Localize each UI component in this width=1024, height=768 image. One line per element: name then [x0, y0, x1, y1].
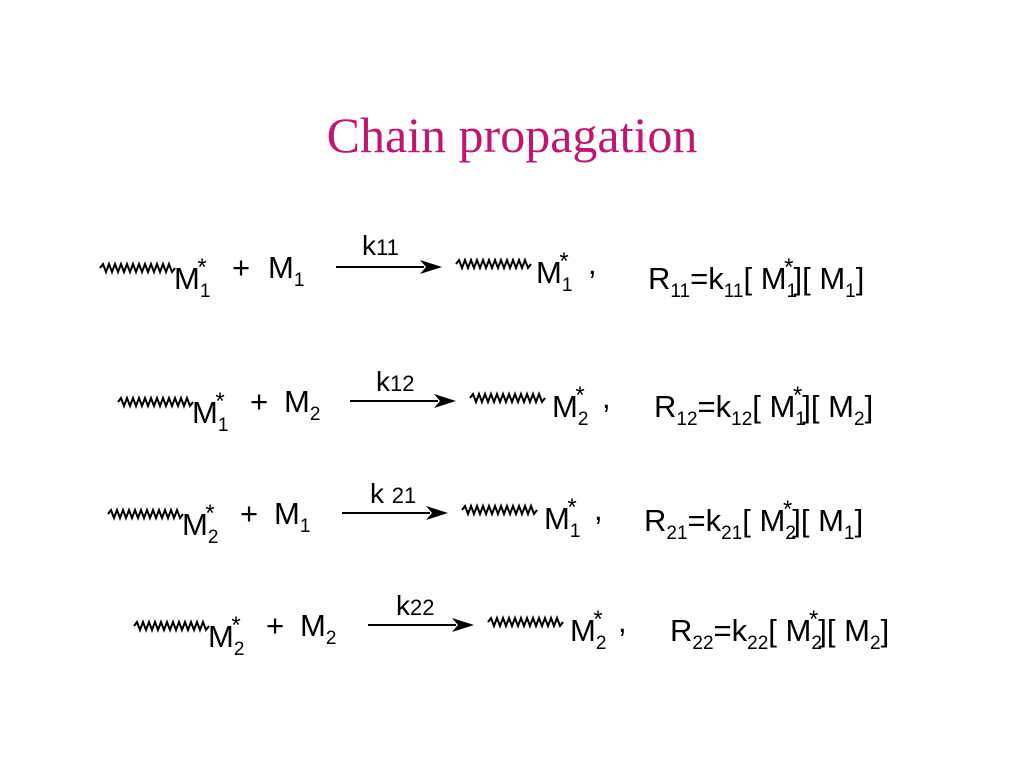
reactant-radical: M1* [192, 388, 229, 436]
polymer-chain-icon [455, 257, 532, 271]
product-radical: M2* [552, 382, 589, 430]
comma: , [594, 492, 603, 527]
polymer-chain-icon [117, 395, 194, 409]
rate-constant-label: k12 [376, 366, 415, 397]
plus-sign: + [250, 384, 269, 419]
monomer: M2 [300, 608, 337, 649]
product-radical: M2* [570, 606, 607, 654]
reaction-arrow-icon [368, 618, 474, 632]
reactant-radical: M2* [182, 500, 219, 548]
comma: , [618, 604, 627, 639]
reaction-row: M2* + M1 k 21 M1* , R21=k21[ M2*][ M1] [0, 474, 1024, 554]
product-radical: M1* [544, 494, 581, 542]
reactant-radical: M1* [174, 254, 211, 302]
monomer: M1 [274, 496, 311, 537]
rate-expression: R22=k22[ M2*][ M2] [670, 606, 890, 654]
reaction-arrow-icon [342, 506, 448, 520]
monomer: M1 [268, 250, 305, 291]
polymer-chain-icon [99, 261, 176, 275]
plus-sign: + [240, 496, 259, 531]
slide-title: Chain propagation [326, 107, 698, 163]
reaction-row: M1* + M2 k12 M2* , R12=k12[ M1*][ M2] [0, 360, 1024, 440]
rate-expression: R11=k11[ M1*][ M1] [648, 254, 865, 302]
reaction-arrow-icon [336, 260, 442, 274]
polymer-chain-icon [487, 615, 564, 629]
rate-constant-label: k22 [396, 590, 435, 621]
polymer-chain-icon [133, 619, 210, 633]
polymer-chain-icon [107, 507, 184, 521]
comma: , [588, 246, 597, 281]
reactant-radical: M2* [208, 612, 245, 660]
plus-sign: + [266, 608, 285, 643]
rate-constant-label: k 21 [370, 478, 417, 509]
rate-expression: R21=k21[ M2*][ M1] [644, 496, 864, 544]
polymer-chain-icon [469, 391, 546, 405]
reaction-row: M1* + M1 k11 M1* , R11=k11[ M1*][ M1] [0, 230, 1024, 310]
reaction-row: M2* + M2 k22 M2* , R22=k22[ M2*][ M2] [0, 588, 1024, 668]
reaction-arrow-icon [350, 394, 456, 408]
rate-expression: R12=k12[ M1*][ M2] [654, 382, 874, 430]
polymer-chain-icon [461, 503, 538, 517]
rate-constant-label: k11 [362, 230, 399, 261]
comma: , [602, 380, 611, 415]
monomer: M2 [284, 384, 321, 425]
product-radical: M1* [536, 248, 573, 296]
plus-sign: + [232, 250, 251, 285]
